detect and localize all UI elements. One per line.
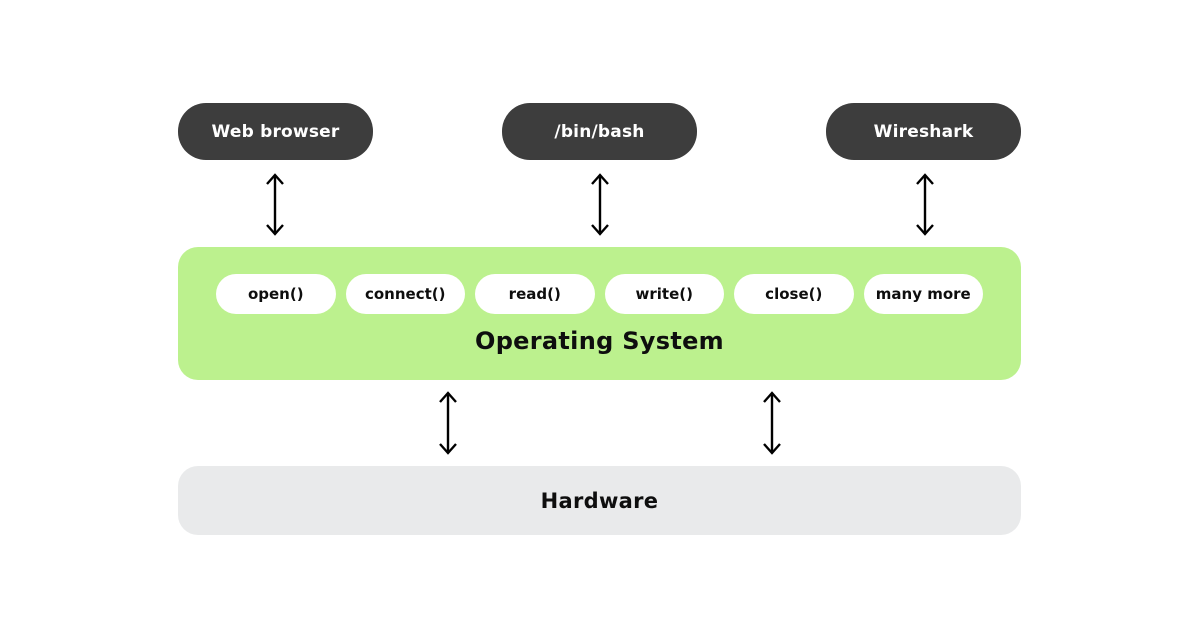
syscall-pill-close: close()	[734, 274, 854, 314]
app-label-web-browser: Web browser	[211, 121, 340, 142]
double-arrow-web-browser-os-icon	[263, 172, 287, 237]
syscall-pill-write: write()	[604, 274, 724, 314]
syscall-label-connect: connect()	[364, 285, 446, 303]
syscall-label-read: read()	[508, 285, 561, 303]
double-arrow-bash-os-icon	[588, 172, 612, 237]
double-arrow-wireshark-os-icon	[913, 172, 937, 237]
operating-system-box: open() connect() read() write() close() …	[178, 247, 1021, 380]
syscall-label-open: open()	[247, 285, 304, 303]
syscall-label-many-more: many more	[875, 285, 971, 303]
app-label-wireshark: Wireshark	[873, 121, 974, 142]
syscall-pill-connect: connect()	[345, 274, 465, 314]
syscall-pill-read: read()	[475, 274, 595, 314]
syscall-label-close: close()	[765, 285, 823, 303]
syscall-pill-open: open()	[216, 274, 336, 314]
operating-system-title: Operating System	[475, 327, 724, 355]
app-box-wireshark: Wireshark	[826, 103, 1021, 160]
double-arrow-os-hardware-right-icon	[760, 390, 784, 456]
hardware-title: Hardware	[540, 488, 659, 513]
double-arrow-os-hardware-left-icon	[436, 390, 460, 456]
syscall-label-write: write()	[635, 285, 693, 303]
syscall-row: open() connect() read() write() close() …	[216, 274, 983, 314]
syscall-pill-many-more: many more	[863, 274, 983, 314]
app-box-web-browser: Web browser	[178, 103, 373, 160]
app-label-bin-bash: /bin/bash	[554, 121, 645, 142]
app-box-bin-bash: /bin/bash	[502, 103, 697, 160]
hardware-box: Hardware	[178, 466, 1021, 535]
